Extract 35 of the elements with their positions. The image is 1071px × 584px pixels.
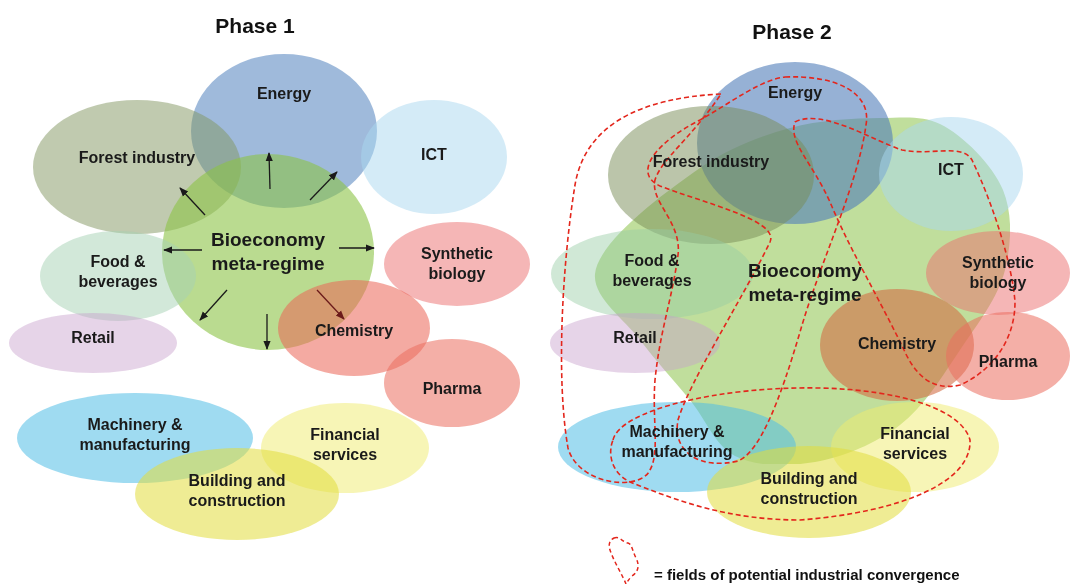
arrow [309,171,338,201]
sector-label: Forest industry [652,152,770,172]
sector-label: Chemistry [857,334,937,354]
sector-label: Forest industry [78,148,196,168]
sector-label: Pharma [978,352,1038,372]
sector-label: Retail [613,328,657,348]
arrow [338,244,375,252]
sector-label: Food & beverages [611,251,693,291]
sector-label: Energy [767,83,823,103]
arrow [199,289,228,321]
sector-label: Machinery & manufacturing [78,415,192,455]
sector-label: Pharma [422,379,482,399]
sector-label: Chemistry [314,321,394,341]
sector-label: Energy [256,84,312,104]
regime-label: Bioeconomy meta-regime [747,259,863,307]
arrow [163,246,203,254]
sector-label: Synthetic biology [420,244,494,284]
sector-label: Synthetic biology [961,253,1035,293]
arrow [265,152,273,190]
arrow [179,187,206,216]
sector-label: ICT [938,160,964,180]
sector-label: Financial services [309,425,381,465]
sector-label: Building and construction [759,469,859,509]
legend-text: = fields of potential industrial convergence [654,566,960,583]
sector-ellipse [926,231,1070,315]
sector-label: ICT [421,145,447,165]
sector-label: Financial services [879,424,951,464]
phase-title: Phase 2 [752,20,832,44]
sector-label: Food & beverages [77,252,159,292]
arrow [316,289,345,320]
sector-label: Retail [71,328,115,348]
regime-label: Bioeconomy meta-regime [210,228,326,276]
sector-label: Building and construction [187,471,287,511]
arrow [263,313,271,350]
phase-title: Phase 1 [215,14,295,38]
